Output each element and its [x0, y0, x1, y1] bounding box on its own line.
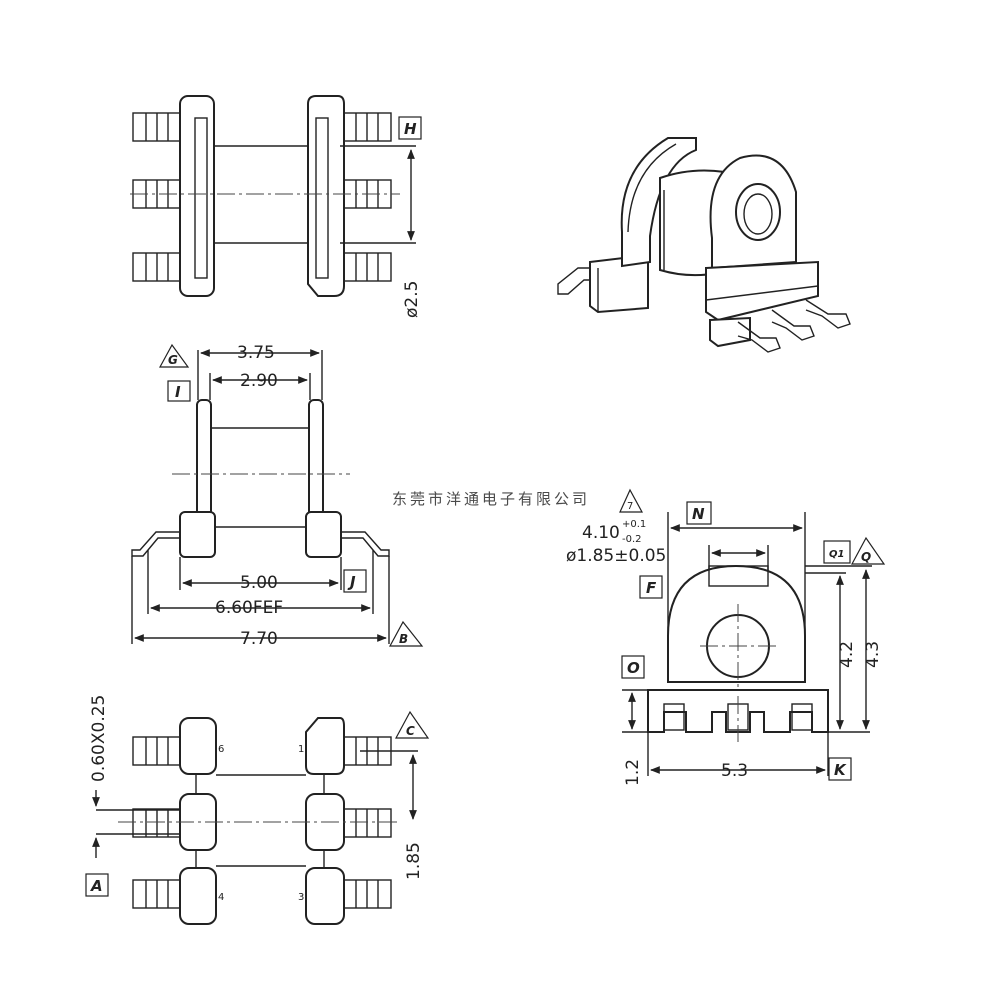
- bottom-view-pad-4: [179, 867, 217, 925]
- dim-d2-5: ø2.5: [402, 281, 422, 318]
- isometric-right-pins: [737, 321, 781, 353]
- top-view: ø2.5 H: [130, 95, 422, 318]
- dim-4-2: 4.2: [837, 641, 857, 668]
- label-triangle-7: 7: [627, 501, 633, 512]
- dim-4-10-tol-plus: +0.1: [622, 519, 646, 530]
- pin-number-1: 1: [298, 744, 304, 755]
- dim-1-2: 1.2: [623, 759, 643, 786]
- dim-7-70: 7.70: [240, 629, 278, 649]
- pin-number-4: 4: [218, 892, 224, 903]
- pin-number-3: 3: [298, 892, 304, 903]
- label-q1: Q1: [829, 549, 844, 560]
- dim-d1-85: ø1.85±0.05: [566, 546, 666, 566]
- dim-0-60x0-25: 0.60X0.25: [89, 695, 109, 782]
- side-view-left-base: [179, 511, 216, 558]
- label-i: I: [175, 383, 181, 401]
- side-view: 3.75 2.90 G I 5.00 J: [131, 343, 424, 649]
- front-view: 4.10 +0.1 -0.2 N 7 ø1.85±0.05 F Q1 Q: [566, 488, 886, 786]
- label-j: J: [347, 573, 356, 591]
- side-view-right-pin: [341, 531, 390, 557]
- dim-4-3: 4.3: [863, 641, 883, 668]
- dim-3-75: 3.75: [237, 343, 275, 363]
- label-n: N: [692, 505, 705, 523]
- dim-1-85: 1.85: [404, 842, 424, 880]
- top-view-right-flange: [307, 95, 345, 297]
- bottom-view-pad-3: [305, 867, 345, 925]
- top-view-right-pins: [342, 112, 392, 282]
- label-k: K: [834, 761, 847, 779]
- label-f: F: [646, 579, 657, 597]
- dim-6-60: 6.60FEF: [215, 598, 283, 618]
- dim-5-3: 5.3: [721, 761, 748, 781]
- top-view-left-pins: [132, 112, 182, 282]
- label-b: B: [399, 632, 408, 646]
- top-view-left-flange: [179, 95, 215, 297]
- bottom-view: 6 1 4 3 0.60X0.25 A C 1.85: [85, 695, 430, 925]
- isometric-view: [557, 137, 851, 353]
- dim-5-00: 5.00: [240, 573, 278, 593]
- dim-4-10: 4.10: [582, 523, 620, 543]
- pin-number-6: 6: [218, 744, 224, 755]
- dim-2-90: 2.90: [240, 371, 278, 391]
- bottom-view-pad-6: [179, 717, 217, 775]
- label-h: H: [404, 120, 417, 138]
- label-a: A: [90, 877, 103, 895]
- side-view-right-base: [305, 511, 342, 558]
- side-view-left-pin: [131, 531, 180, 557]
- label-q: Q: [861, 550, 871, 564]
- dim-4-10-tol-minus: -0.2: [622, 534, 642, 545]
- label-o: O: [627, 659, 640, 677]
- watermark-company-name: 东莞市洋通电子有限公司: [392, 490, 591, 508]
- label-c: C: [406, 724, 415, 738]
- label-g: G: [168, 353, 178, 367]
- bottom-view-pad-1: [305, 717, 345, 775]
